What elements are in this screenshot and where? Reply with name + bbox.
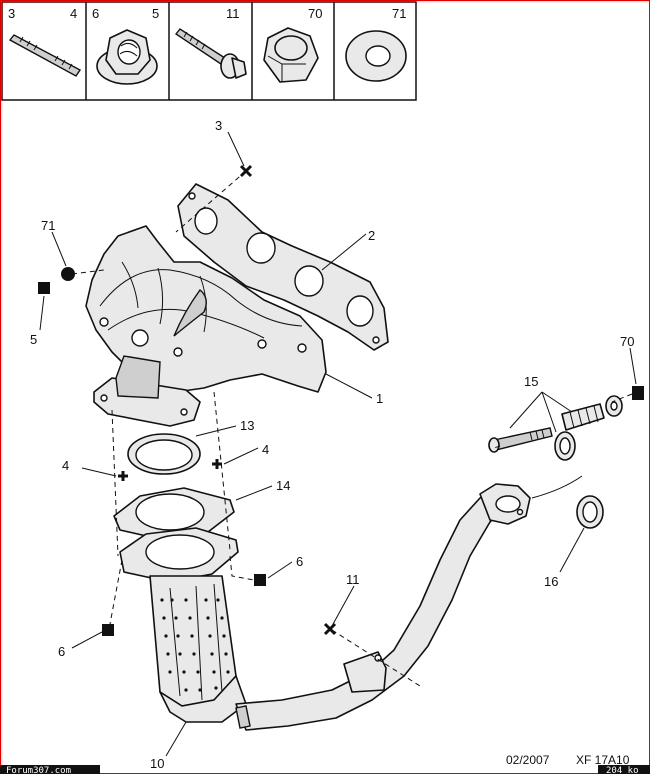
legend-ref: 11 — [226, 6, 240, 21]
callout-11: 11 — [346, 572, 360, 587]
cap-nut-icon — [263, 27, 319, 83]
leader-lines — [39, 131, 637, 757]
callout-labels: 3 71 2 5 1 13 4 4 14 6 6 11 10 15 70 16 — [30, 118, 634, 771]
callout-14: 14 — [276, 478, 290, 493]
exhaust-manifold — [85, 225, 327, 427]
exhaust-ring — [576, 495, 604, 529]
callout-16: 16 — [544, 574, 558, 589]
legend-ref: 6 — [92, 6, 99, 21]
legend-ref: 71 — [392, 6, 406, 21]
flange-gasket — [113, 487, 235, 541]
callout-71: 71 — [41, 218, 55, 233]
callout-4: 4 — [262, 442, 269, 457]
spring-bolt-kit — [488, 395, 623, 461]
stud-icon — [8, 34, 82, 77]
callout-5: 5 — [30, 332, 37, 347]
assembly-lines — [71, 170, 633, 687]
fastener-markers — [38, 164, 644, 636]
seal-ring — [127, 433, 201, 475]
flange-bolt-icon — [174, 28, 247, 79]
file-size: 204 ko — [606, 766, 639, 774]
diagram-footer: 02/2007 XF 17A10 Forum307.com 204 ko — [0, 753, 650, 774]
legend-ref: 4 — [70, 6, 77, 21]
parts-legend: 3 4 6 5 11 70 71 — [1, 1, 417, 101]
down-pipe — [235, 475, 583, 731]
diagram-reference: XF 17A10 — [576, 753, 630, 767]
diagram-date: 02/2007 — [506, 753, 550, 767]
site-credit: Forum307.com — [6, 766, 71, 774]
callout-6: 6 — [58, 644, 65, 659]
catalytic-converter — [119, 527, 247, 723]
callout-6: 6 — [296, 554, 303, 569]
callout-13: 13 — [240, 418, 254, 433]
exhaust-gasket — [177, 183, 389, 351]
callout-15: 15 — [524, 374, 538, 389]
callout-70: 70 — [620, 334, 634, 349]
legend-ref: 3 — [8, 6, 15, 21]
legend-ref: 5 — [152, 6, 159, 21]
flange-nut-icon — [96, 29, 158, 85]
washer-icon — [345, 30, 407, 82]
legend-ref: 70 — [308, 6, 322, 21]
callout-3: 3 — [215, 118, 222, 133]
callout-4: 4 — [62, 458, 69, 473]
callout-2: 2 — [368, 228, 375, 243]
callout-10: 10 — [150, 756, 164, 771]
callout-1: 1 — [376, 391, 383, 406]
